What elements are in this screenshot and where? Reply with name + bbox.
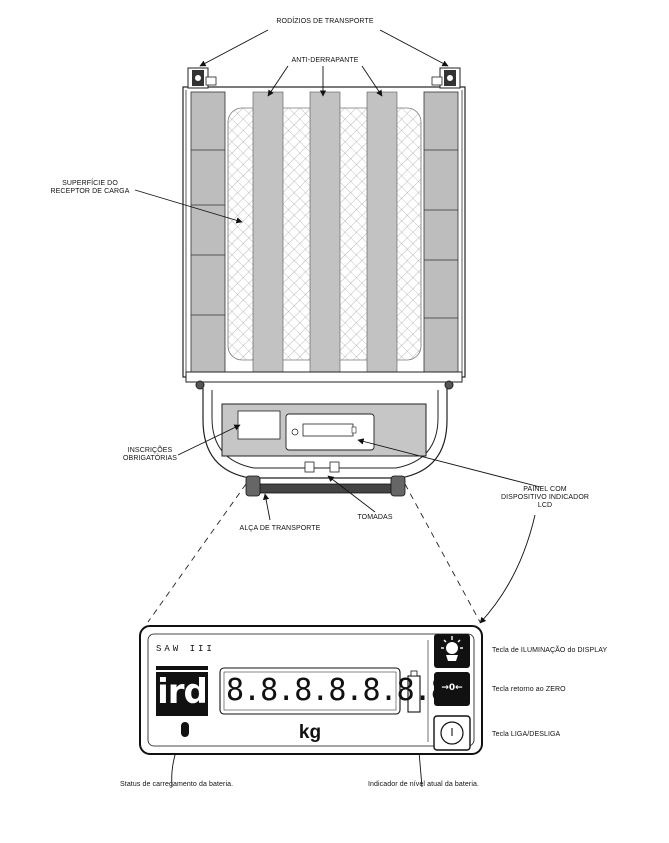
label-transport-wheels: RODÍZIOS DE TRANSPORTE <box>276 18 374 25</box>
transport-handle-bar <box>255 483 399 494</box>
callout-arrows <box>134 29 541 788</box>
power-key-symbol: I <box>450 726 454 739</box>
label-battery-level: Indicador de nível atual da bateria. <box>368 781 480 788</box>
scale-bottom-bar <box>185 371 463 383</box>
handle-frame <box>202 388 448 479</box>
panel-model: SAW III <box>156 644 215 654</box>
label-zero-key: Tecla retorno ao ZERO <box>492 686 566 693</box>
transport-wheel-right <box>431 67 461 89</box>
ird-logo <box>156 666 208 716</box>
transport-wheel-left <box>187 67 217 89</box>
label-load-surface: SUPERFÍCIE DO RECEPTOR DE CARGA <box>40 180 140 196</box>
projection-lines <box>147 483 481 623</box>
zero-key-symbol: →0← <box>441 683 463 693</box>
display-unit: kg <box>298 722 322 743</box>
mandatory-inscriptions-plate <box>237 410 281 440</box>
label-anti-slip: ANTI-DERRAPANTE <box>291 57 359 64</box>
scale-top-view <box>182 67 466 497</box>
label-charge-status: Status de carregamento da bateria. <box>120 781 234 788</box>
label-mandatory-line1: INSCRIÇÕES <box>127 447 173 454</box>
zero-key[interactable] <box>434 672 470 706</box>
label-load-surface-line2: RECEPTOR DE CARGA <box>50 188 130 195</box>
power-icon <box>440 721 464 745</box>
label-load-surface-line1: SUPERFÍCIE DO <box>62 180 118 187</box>
label-panel-line3: LCD <box>537 502 553 509</box>
label-panel-line2: DISPOSITIVO INDICADOR <box>500 494 590 501</box>
lcd-indicator-panel <box>139 625 483 755</box>
right-side-rail <box>423 91 459 373</box>
label-sockets: TOMADAS <box>357 514 393 521</box>
battery-charge-status-led <box>181 722 189 737</box>
label-panel-lcd: PAINEL COM DISPOSITIVO INDICADOR LCD <box>485 486 605 510</box>
mini-lcd-window <box>302 423 354 437</box>
label-transport-handle: ALÇA DE TRANSPORTE <box>239 525 321 532</box>
left-side-rail <box>190 91 226 373</box>
label-light-key: Tecla de ILUMINAÇÃO do DISPLAY <box>492 647 608 654</box>
anti-slip-strip-1 <box>252 91 284 373</box>
label-mandatory-line2: OBRIGATÓRIAS <box>123 455 177 462</box>
panel-brand: ird <box>157 672 208 712</box>
label-panel-line1: PAINEL COM <box>523 486 567 493</box>
sockets <box>304 461 340 473</box>
light-bulb-icon <box>441 636 463 649</box>
label-mandatory-inscriptions: INSCRIÇÕES OBRIGATÓRIAS <box>110 447 190 463</box>
anti-slip-strip-3 <box>366 91 398 373</box>
display-digits: 8.8.8.8.8.8.8 <box>226 673 449 708</box>
main-lcd-display <box>219 667 401 715</box>
label-power-key: Tecla LIGA/DESLIGA <box>492 731 561 738</box>
anti-slip-strip-2 <box>309 91 341 373</box>
